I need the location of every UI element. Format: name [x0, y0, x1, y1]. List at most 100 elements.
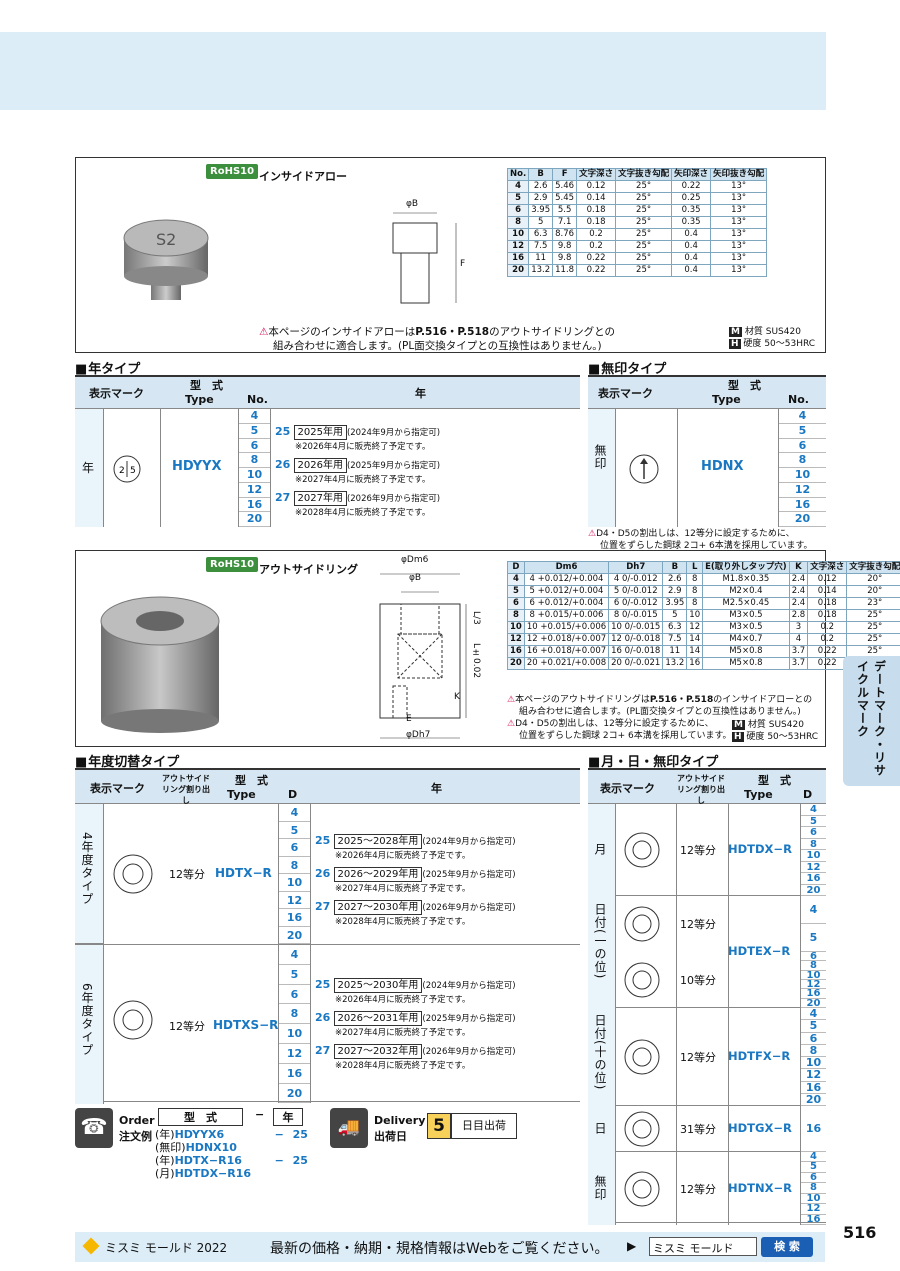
spec-cell: 8	[506, 216, 530, 229]
list-item: 16	[801, 989, 826, 999]
spec-cell: 13.2	[662, 657, 688, 670]
list-item: 5	[801, 816, 826, 827]
ring-division: 12等分	[680, 918, 716, 931]
caution-icon: ⚠	[259, 326, 269, 338]
year-end-note: ※2026年4月に販売終了予定です。	[295, 442, 431, 452]
spec-cell: 0.4	[671, 264, 712, 277]
year-code: 25	[315, 978, 331, 991]
order-prefix: (月)	[155, 1167, 175, 1180]
delivery-section: 🚚 Delivery 出荷日 5 日目出荷	[330, 1108, 530, 1153]
year-entry: 26 2026〜2031年用(2025年9月から指定可)※2027年4月に販売終…	[315, 1011, 516, 1040]
spec-cell: 16 +0.018/+0.007	[523, 645, 610, 658]
spec-cell: 2.9	[662, 585, 688, 598]
g2-type: HDTXS−R	[213, 1018, 279, 1032]
spec-cell: 20 0/-0.021	[608, 657, 664, 670]
svg-text:S2: S2	[156, 230, 176, 249]
spec-cell: 13°	[710, 180, 768, 193]
spec-cell: 20°	[846, 573, 900, 586]
footer-search-button[interactable]: 検 索	[761, 1237, 813, 1257]
list-item: 5	[801, 924, 826, 952]
spec-cell: M3×0.5	[702, 609, 790, 622]
spec-cell: 0.2	[576, 240, 617, 253]
mark-label: 月	[588, 804, 616, 896]
spec-cell: 25°	[615, 192, 673, 205]
spec-cell: 8	[686, 573, 704, 586]
spec-cell: 10	[506, 228, 530, 241]
spec-cell: 12 0/-0.018	[608, 633, 664, 646]
order-lines: (年)HDYYX6−25(無印)HDNX10(年)HDTX−R16−25(月)H…	[155, 1128, 308, 1180]
order-type: HDTDX−R16	[174, 1167, 252, 1180]
spec-cell: 5.5	[552, 204, 578, 217]
list-item: 4	[779, 409, 826, 424]
spec-cell: M1.8×0.35	[702, 573, 790, 586]
year-entry: 26 2026〜2029年用(2025年9月から指定可)※2027年4月に販売終…	[315, 867, 516, 896]
svg-text:2: 2	[119, 466, 125, 476]
dim-f-label: F	[460, 259, 466, 269]
page-number: 516	[843, 1223, 877, 1242]
spec-cell: M5×0.8	[702, 657, 790, 670]
list-item: 5	[279, 822, 310, 839]
list-item: 12	[279, 1044, 310, 1064]
col-no: No.	[247, 393, 268, 406]
spec-header: B	[528, 168, 554, 181]
truck-icon: 🚚	[330, 1108, 368, 1148]
divider	[728, 1152, 729, 1225]
spec-header: No.	[506, 168, 530, 181]
spec-cell: 25°	[615, 252, 673, 265]
year-box: 2026〜2029年用	[333, 867, 423, 882]
spec-cell: 0.4	[671, 240, 712, 253]
delivery-label: Delivery	[374, 1114, 426, 1127]
list-item: 16	[801, 1214, 826, 1225]
spec-cell: 0.35	[671, 216, 712, 229]
year-entry: 26 2026年用(2025年9月から指定可)※2027年4月に販売終了予定です…	[275, 458, 440, 487]
dim-b-label: φB	[409, 573, 422, 583]
mark-label: 日	[588, 1106, 616, 1152]
list-item: 6	[279, 985, 310, 1005]
spec-cell: 6 +0.012/+0.004	[523, 597, 610, 610]
list-item: 4	[801, 1007, 826, 1021]
spec-cell: 25°	[846, 609, 900, 622]
list-item: 16	[801, 1106, 826, 1152]
year-code: 25	[315, 834, 331, 847]
side-tab[interactable]: デートマーク・リサイクルマーク	[843, 656, 900, 786]
list-item: 8	[779, 453, 826, 468]
col-type: Type	[185, 393, 214, 406]
material-info: M 材質 SUS420 H 硬度 50〜53HRC	[732, 720, 819, 742]
list-item: 6	[801, 827, 826, 839]
spec-cell: 0.22	[671, 180, 712, 193]
spec-cell: 3.7	[788, 645, 809, 658]
spec-cell: 5	[507, 585, 525, 598]
spec-cell: 2.4	[788, 597, 809, 610]
year-box: 2026〜2031年用	[333, 1011, 423, 1026]
divider	[676, 1152, 677, 1225]
list-item: 16	[801, 873, 826, 885]
year-code: 27	[275, 491, 291, 504]
list-item: 8	[279, 857, 310, 874]
order-label: Order	[119, 1114, 155, 1127]
list-item: 6	[279, 839, 310, 857]
divider	[728, 804, 729, 896]
spec-cell: 8.76	[552, 228, 578, 241]
spec-header: K	[788, 561, 809, 574]
spec-cell: 0.35	[671, 204, 712, 217]
list-item: 16	[801, 1081, 826, 1094]
mark-label: 日付(十の位)	[588, 1008, 616, 1106]
header-band	[0, 32, 826, 110]
spec-cell: 13°	[710, 204, 768, 217]
svg-text:5: 5	[130, 466, 136, 476]
spec-cell: 25°	[615, 264, 673, 277]
phone-icon: ☎	[75, 1108, 113, 1148]
spec-cell: 25°	[615, 180, 673, 193]
year-range: (2025年9月から指定可)	[346, 461, 441, 471]
dim-e-label: E	[406, 714, 412, 724]
spec-cell: 25°	[615, 228, 673, 241]
order-prefix: (無印)	[155, 1141, 186, 1154]
year-end-note: ※2026年4月に販売終了予定です。	[335, 995, 471, 1005]
footer-search-input[interactable]: ミスミ モールド	[649, 1237, 757, 1256]
